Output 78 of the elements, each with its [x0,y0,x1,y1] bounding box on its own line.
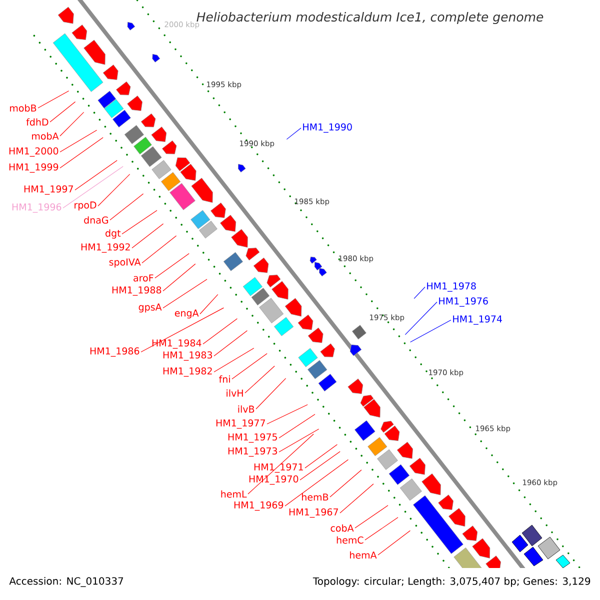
leader-line [404,302,438,335]
gene-label: HM1_1974 [453,315,502,325]
leader-line [200,294,218,314]
footer-text: Topology: circular; Length: 3,075,407 bp; Genes: 3,129 [312,577,590,587]
leader-line [162,279,208,308]
leader-line [140,308,224,352]
leader-line [340,484,374,514]
gene-label: HM1_1988 [112,286,162,296]
leader-line [364,517,398,540]
leader-line [286,128,302,140]
leader-line [278,414,316,438]
leader-line [330,470,362,498]
gene-label: HM1_1982 [163,367,212,377]
gene-label: cobA [330,524,354,532]
leader-line [266,404,308,424]
gene-label: HM1_1996 [12,203,62,213]
gene-label: HM1_1983 [163,351,212,361]
leader-line [162,264,196,292]
leader-line [248,434,314,494]
leader-line [142,235,177,264]
gene-label: hemA [350,551,377,559]
leader-line [244,366,275,394]
leader-line [414,286,426,299]
leader-line [62,166,124,208]
leader-line [38,90,70,108]
gene-label: fni [219,375,230,383]
gene-label: mobB [10,104,36,112]
gene-label: ilvB [238,405,254,413]
title: Heliobacterium modesticaldum Ice1, complete genome [196,12,544,24]
gene-label: dgt [106,229,121,239]
gene-label: HM1_1986 [90,347,140,357]
leader-line [110,193,144,220]
leader-line [60,137,104,168]
gene-label: engA [174,310,199,318]
gene-label: HM1_1999 [9,163,58,173]
gene-label: ilvH [226,389,243,397]
leader-line [214,348,254,372]
gene-label: hemC [336,536,364,544]
gene-label: rpoD [74,202,96,210]
leader-line [122,210,158,234]
gene-label: HM1_1967 [289,508,338,518]
leader-line [60,130,98,152]
gene-label: aroF [134,274,154,282]
gene-label: HM1_1978 [427,282,476,292]
gene-label: HM1_1975 [228,433,277,443]
leader-line [304,444,338,468]
leader-line [214,330,248,356]
leader-line [60,112,84,136]
gene-label: gpsA [138,304,162,312]
gene-label: mobA [32,132,59,140]
gene-label: HM1_1973 [228,447,278,457]
gene-label: fdhD [26,118,48,126]
leader-line [278,428,320,452]
leader-line [74,160,118,190]
leader-line [50,101,76,122]
leader-line [378,530,410,556]
leader-line [284,459,348,506]
gene-label: hemL [221,490,247,498]
gene-label: HM1_1976 [439,297,488,307]
gene-label: HM1_1969 [234,501,284,511]
gene-label: dnaG [84,216,108,224]
gene-label: HM1_2000 [9,147,58,157]
leader-line [202,318,238,344]
gene-label: HM1_1997 [24,185,73,195]
leader-line [410,320,452,342]
gene-label: HM1_1990 [303,123,352,133]
leader-line [232,353,268,380]
leader-line [154,253,190,278]
gene-label: HM1_1977 [216,419,265,429]
leader-line [300,451,340,480]
leader-line [132,223,164,248]
leader-line [98,174,130,206]
leader-line [256,378,286,410]
leader-line [354,505,388,528]
gene-label: HM1_1992 [81,243,130,253]
gene-label: spoIVA [109,258,141,268]
gene-label: hemB [302,493,328,501]
footer-text: Accession: NC_010337 [9,577,124,587]
